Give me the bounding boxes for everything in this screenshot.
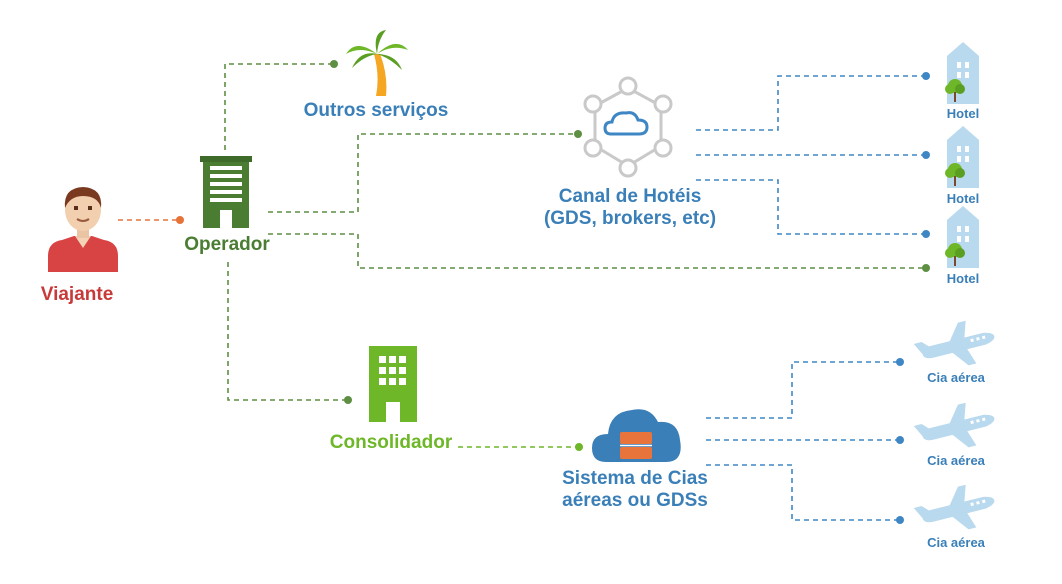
- dot-airline3: [896, 516, 904, 524]
- dot-hotel3-blue: [922, 230, 930, 238]
- outros-servicos-label: Outros serviços: [303, 100, 449, 121]
- person-icon: [48, 187, 118, 272]
- dot-canal: [574, 130, 582, 138]
- palm-tree-icon: [346, 30, 408, 96]
- building-icon: [369, 346, 417, 422]
- airplane-icon: [913, 484, 995, 530]
- connector-operador-outros: [224, 63, 332, 150]
- hotel-label: Hotel: [946, 271, 980, 286]
- connector-operador-canal: [268, 133, 576, 213]
- dot-outros: [330, 60, 338, 68]
- canal-hoteis-label-line2: (GDS, brokers, etc): [543, 208, 717, 229]
- connector-operador-hotel3: [268, 233, 925, 269]
- dot-sistema: [575, 443, 583, 451]
- connector-sistema-airline1: [706, 361, 898, 419]
- dot-airline2: [896, 436, 904, 444]
- connectors: [118, 63, 925, 521]
- dot-airline1: [896, 358, 904, 366]
- hotel-label: Hotel: [946, 191, 980, 206]
- airplane-icon: [913, 402, 995, 448]
- consolidador-label: Consolidador: [329, 432, 453, 453]
- connector-operador-consolidador: [227, 262, 346, 401]
- dot-consolidador: [344, 396, 352, 404]
- connector-canal-hotel1: [696, 75, 925, 131]
- hotel-icon: [945, 206, 979, 268]
- dot-hotel3-green: [922, 264, 930, 272]
- dot-hotel1: [922, 72, 930, 80]
- sistema-cias-label: Sistema de Cias aéreas ou GDSs: [530, 468, 740, 512]
- hotel-icon: [945, 126, 979, 188]
- building-icon: [200, 156, 252, 228]
- dot-hotel2: [922, 151, 930, 159]
- cloud-network-icon: [583, 76, 673, 178]
- airplane-icon: [913, 320, 995, 366]
- connector-canal-hotel3: [696, 179, 925, 235]
- cloud-server-icon: [592, 409, 681, 462]
- canal-hoteis-label: Canal de Hotéis (GDS, brokers, etc): [520, 186, 740, 230]
- connector-sistema-airline3: [706, 464, 898, 521]
- sistema-cias-label-line1: Sistema de Cias: [562, 468, 708, 489]
- cia-aerea-label: Cia aérea: [927, 453, 985, 468]
- dot-operador-in: [176, 216, 184, 224]
- operador-label: Operador: [184, 234, 270, 255]
- sistema-cias-label-line2: aéreas ou GDSs: [562, 490, 708, 511]
- connector-dots: [176, 60, 930, 524]
- cia-aerea-label: Cia aérea: [927, 370, 985, 385]
- canal-hoteis-label-line1: Canal de Hotéis: [558, 186, 702, 207]
- hotel-label: Hotel: [946, 106, 980, 121]
- hotel-icon: [945, 42, 979, 104]
- viajante-label: Viajante: [40, 284, 114, 305]
- cia-aerea-label: Cia aérea: [927, 535, 985, 550]
